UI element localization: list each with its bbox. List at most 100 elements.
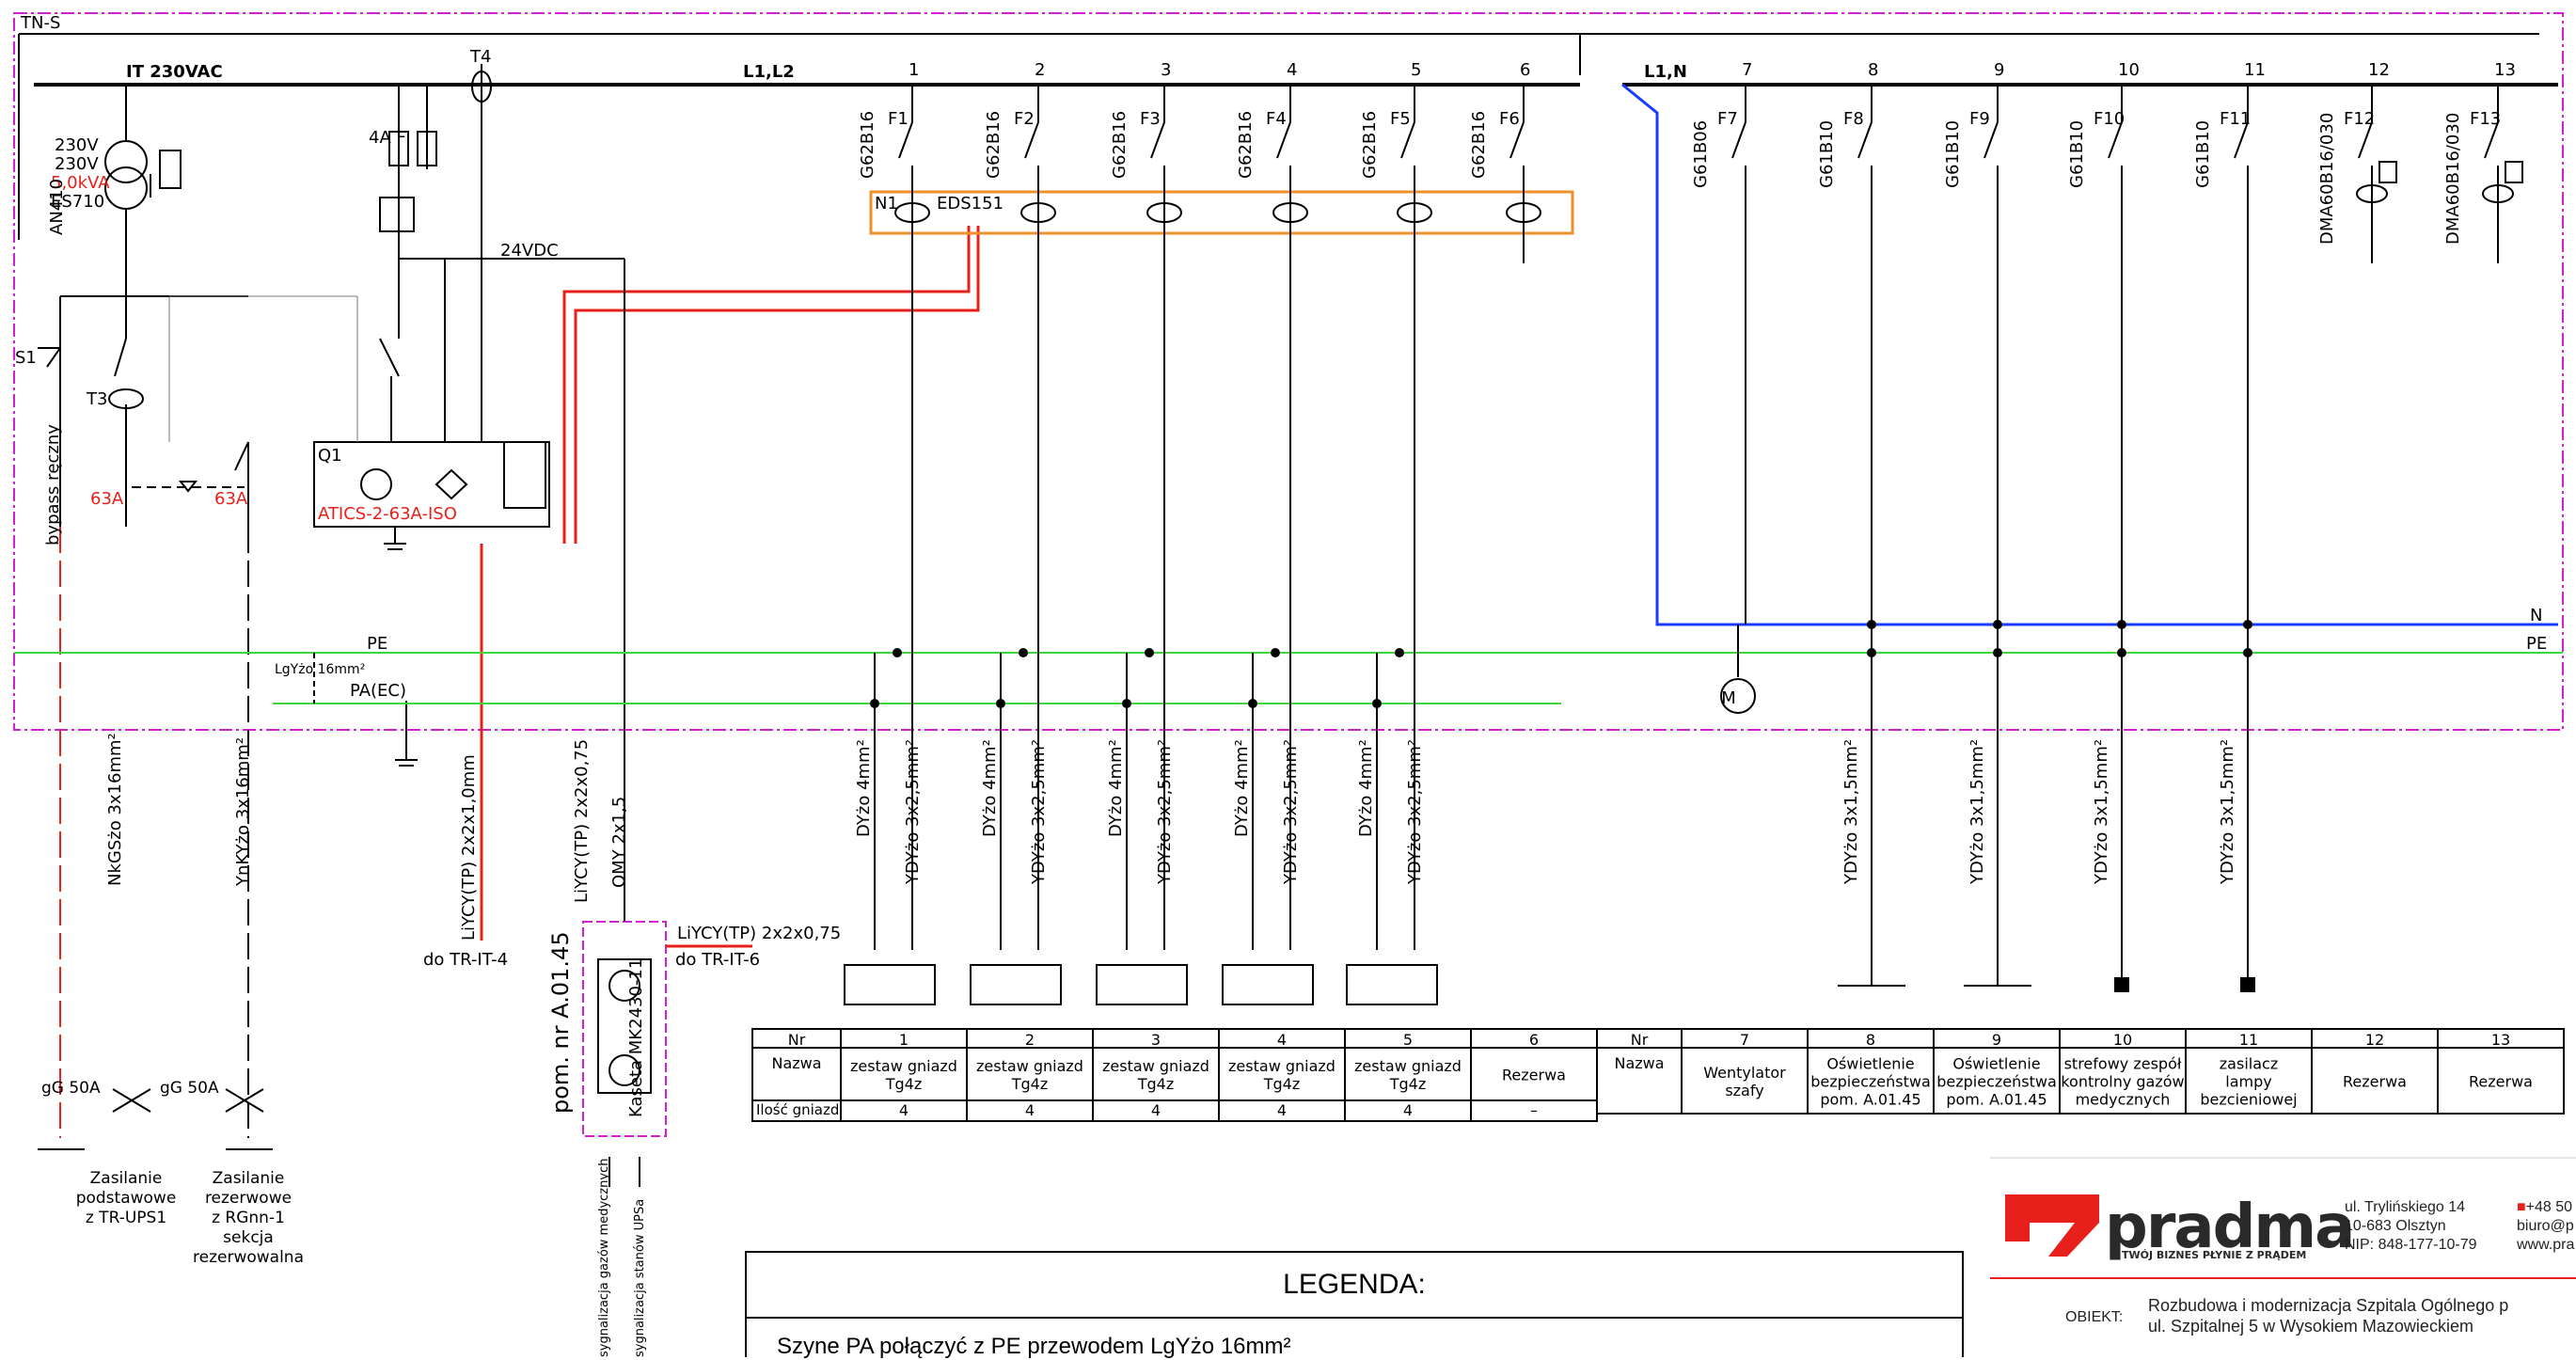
breaker-label: F4 bbox=[1266, 109, 1287, 129]
ats-relay bbox=[503, 441, 546, 509]
address: ul. Trylińskiego 14 10-683 Olsztyn NIP: … bbox=[2345, 1198, 2477, 1255]
circuit-table bbox=[1596, 1028, 2565, 1115]
table-col-nr: 6 bbox=[1529, 1031, 1539, 1049]
circuit-table bbox=[751, 1028, 1598, 1122]
breaker-label: F2 bbox=[1014, 109, 1035, 129]
table-col-name: lampy bbox=[2225, 1073, 2271, 1091]
breaker-type: G62B16 bbox=[1110, 111, 1130, 179]
n-bar bbox=[1621, 83, 2558, 626]
address-line: ul. Trylińskiego 14 bbox=[2345, 1199, 2466, 1215]
table-col-name: bezpieczeństwa bbox=[1936, 1073, 2057, 1091]
ctrl3-cable: OMY 2x1,5 bbox=[609, 797, 629, 888]
breaker-type: G61B10 bbox=[1943, 120, 1963, 188]
bus-l1l2-label: L1,L2 bbox=[743, 62, 795, 82]
breaker-label: F10 bbox=[2094, 109, 2125, 129]
pe-cable-label: DYżo 4mm² bbox=[1106, 739, 1126, 837]
breaker-label: F1 bbox=[888, 109, 909, 129]
t4-label: T4 bbox=[469, 47, 491, 67]
dest-tr6: do TR-IT-6 bbox=[675, 950, 760, 970]
breaker-type: G62B16 bbox=[1360, 111, 1380, 179]
s1-label: S1 bbox=[15, 348, 37, 368]
fuse-main-x2 bbox=[112, 1088, 151, 1113]
breaker-type: G61B10 bbox=[2067, 120, 2087, 188]
motor-label: M bbox=[1721, 688, 1736, 708]
fuse-a bbox=[388, 131, 409, 166]
light-cable-label: YDYżo 3x1,5mm² bbox=[2218, 739, 2237, 885]
breaker-type: G61B10 bbox=[2193, 120, 2213, 188]
table-col-name: szafy bbox=[1725, 1082, 1763, 1099]
table-col-nr: 3 bbox=[1151, 1031, 1161, 1049]
table-col-name: Tg4z bbox=[1389, 1075, 1427, 1093]
circuit-6 bbox=[1506, 85, 1541, 263]
table-col-name: Tg4z bbox=[1137, 1075, 1175, 1093]
breaker-label: F3 bbox=[1140, 109, 1161, 129]
circuit-number: 8 bbox=[1868, 60, 1878, 80]
breaker-type: G62B16 bbox=[1469, 111, 1489, 179]
contact-email: biuro@p bbox=[2517, 1218, 2574, 1234]
table-col-name: kontrolny gazów bbox=[2061, 1073, 2184, 1091]
circuit-10 bbox=[2108, 85, 2129, 992]
supply-text-line: podstawowe bbox=[76, 1189, 177, 1208]
motor bbox=[1720, 678, 1756, 714]
obiekt-label: OBIEKT: bbox=[2065, 1309, 2124, 1325]
an410-label: AN410 bbox=[47, 179, 67, 235]
trafo-v1: 230V bbox=[55, 135, 99, 155]
table-col-nr: 12 bbox=[2365, 1031, 2384, 1049]
light-cable-label: YDYżo 3x1,5mm² bbox=[1841, 739, 1861, 885]
table-col-name: pom. A.01.45 bbox=[1820, 1091, 1920, 1109]
q1-blade bbox=[379, 338, 400, 377]
table-col-name: Tg4z bbox=[885, 1075, 923, 1093]
dest-tr4: do TR-IT-4 bbox=[423, 950, 508, 970]
switch-b-blade bbox=[234, 441, 249, 471]
bypass-label: bypass ręczny bbox=[43, 424, 63, 546]
table-col-nr: 11 bbox=[2239, 1031, 2258, 1049]
legend: LEGENDA: Szyne PA połączyć z PE przewode… bbox=[745, 1251, 1964, 1359]
table-col-name: zasilacz bbox=[2220, 1055, 2278, 1073]
pe-cable-label: DYżo 4mm² bbox=[1232, 739, 1252, 837]
table-header-nr: Nr bbox=[788, 1031, 806, 1049]
interlock-arrow bbox=[178, 481, 198, 493]
contact-phone: ■+48 50 bbox=[2517, 1198, 2574, 1217]
an410-box bbox=[379, 197, 415, 232]
table-col-qty: – bbox=[1530, 1101, 1538, 1119]
breaker-type: G61B10 bbox=[1817, 120, 1837, 188]
supply-fuse-label: gG 50A bbox=[41, 1079, 101, 1098]
table-col-name: Tg4z bbox=[1011, 1075, 1049, 1093]
light-cable-label: YDYżo 3x1,5mm² bbox=[2092, 739, 2111, 885]
circuit-11 bbox=[2234, 85, 2255, 992]
circuit-number: 13 bbox=[2494, 60, 2516, 80]
tn-s-label: TN-S bbox=[20, 13, 60, 33]
pe-cable-label: DYżo 4mm² bbox=[1356, 739, 1376, 837]
table-col-nr: 1 bbox=[899, 1031, 909, 1049]
table-col-name: Wentylator bbox=[1703, 1064, 1786, 1082]
pa-label: PA(EC) bbox=[350, 681, 406, 701]
ctrl1-cable: LiYCY(TP) 2x2x1,0mm bbox=[459, 754, 479, 941]
table-col-nr: 10 bbox=[2113, 1031, 2132, 1049]
kaseta-label: Kaseta MK2430-11 bbox=[626, 958, 646, 1117]
t4-ct bbox=[471, 71, 492, 103]
table-col-name: zestaw gniazd bbox=[1102, 1057, 1209, 1075]
supply-text-line: sekcja bbox=[223, 1228, 274, 1247]
table-col-name: zestaw gniazd bbox=[1228, 1057, 1335, 1075]
table-col-name: Tg4z bbox=[1263, 1075, 1301, 1093]
supply-main-cable: NkGSżo 3x16mm² bbox=[105, 733, 125, 886]
circuit-5 bbox=[1346, 85, 1438, 1005]
circuit-number: 10 bbox=[2118, 60, 2140, 80]
table-col-nr: 2 bbox=[1025, 1031, 1035, 1049]
table-col-qty: 4 bbox=[1151, 1101, 1161, 1119]
circuit-4 bbox=[1222, 85, 1314, 1005]
circuit-number: 7 bbox=[1742, 60, 1752, 80]
table-header-qty: Ilość gniazd bbox=[756, 1101, 839, 1118]
logo-tagline: TWÓJ BIZNES PŁYNIE Z PRĄDEM bbox=[2122, 1249, 2307, 1261]
contact-www: www.pra bbox=[2517, 1237, 2575, 1253]
circuit-9 bbox=[1964, 85, 2031, 987]
kaseta-box bbox=[597, 958, 652, 1094]
supply-text-line: Zasilanie bbox=[90, 1169, 163, 1188]
table-col-nr: 8 bbox=[1866, 1031, 1875, 1049]
circuit-number: 2 bbox=[1035, 60, 1045, 80]
table-col-name: zestaw gniazd bbox=[1354, 1057, 1462, 1075]
room-label: pom. nr A.01.45 bbox=[547, 931, 574, 1114]
legend-title: LEGENDA: bbox=[747, 1253, 1962, 1319]
table-col-name: Oświetlenie bbox=[1826, 1055, 1914, 1073]
switch-q-blade bbox=[114, 338, 127, 377]
